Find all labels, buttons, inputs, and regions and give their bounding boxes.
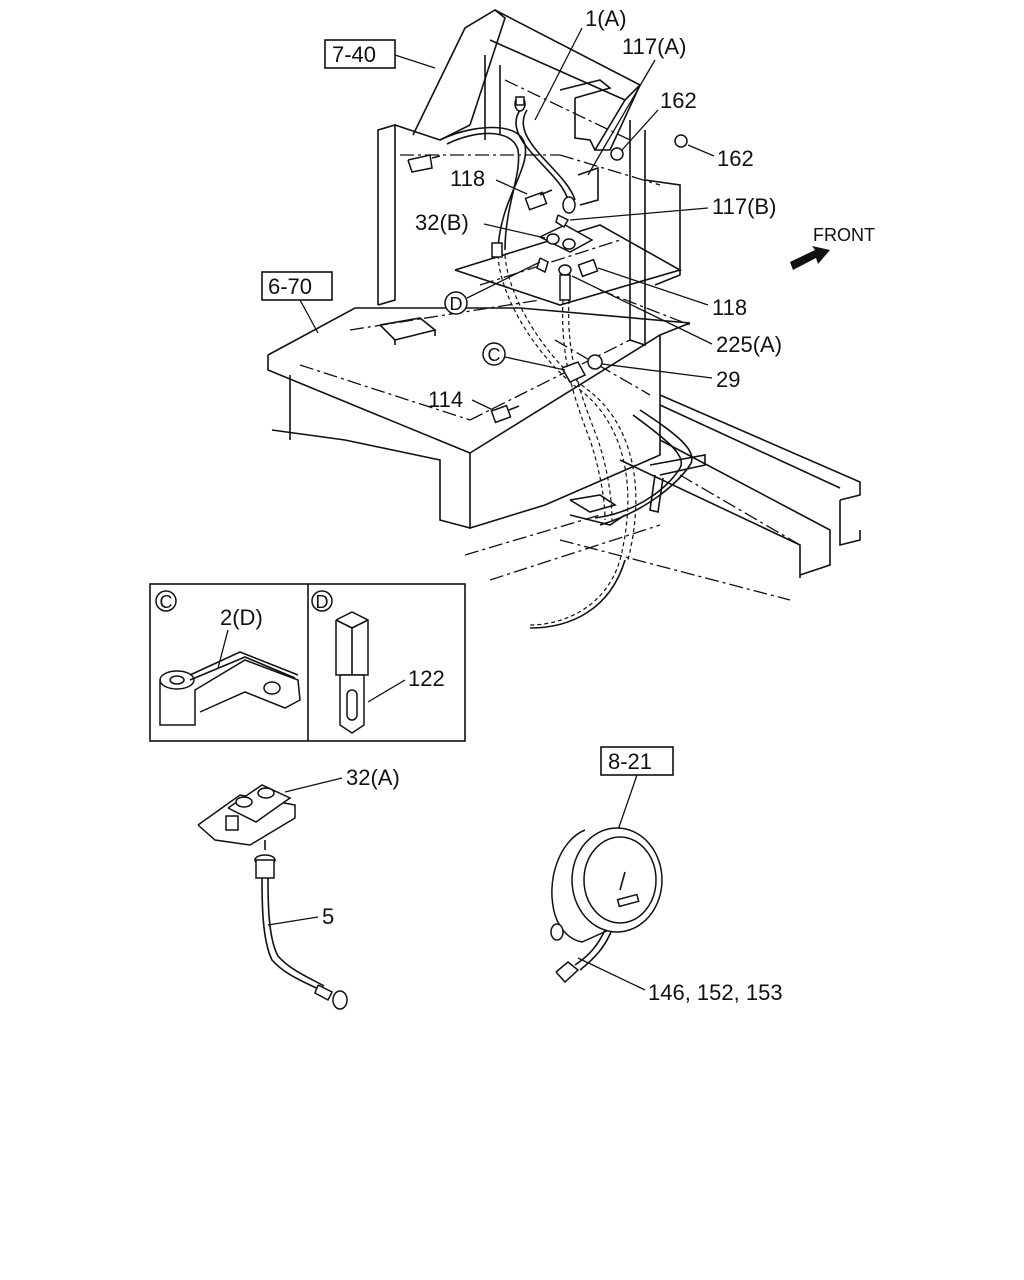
detail-marker-c-label: C [488,345,501,365]
hardware-parts [407,96,688,424]
inset-d-marker: D [316,592,329,612]
chassis-rails [464,394,861,601]
callout-29: 29 [601,363,740,392]
sender-unit-32a [197,784,296,846]
callout-1a: 1(A) [534,6,627,121]
gauge-meter [550,827,663,984]
ref-6-70-label: 6-70 [268,274,312,299]
detail-inset-c: C 2(D) [155,590,301,726]
bracket-part [159,651,301,726]
main-assembly: FRONT 7-40 6-70 1(A) 117(A) 162 162 [261,6,875,629]
callout-117b: 117(B) [569,194,776,221]
detail-inset-box: C 2(D) D 122 [149,583,466,742]
front-arrow-icon [790,246,830,270]
detail-inset-d: D 122 [311,590,445,734]
callout-225a-label: 225(A) [716,332,782,357]
callout-118a-label: 118 [450,166,485,191]
callout-114: 114 [428,387,494,412]
callout-122-label: 122 [408,666,445,691]
cable-5 [254,854,348,1010]
meter-assembly: 8-21 146, 152, 153 [550,746,783,1005]
callout-2d-label: 2(D) [220,605,263,630]
ref-8-21-label: 8-21 [608,749,652,774]
callout-162a-label: 162 [660,88,697,113]
callout-32b-label: 32(B) [415,210,469,235]
callout-114-label: 114 [428,387,463,412]
callout-1a-label: 1(A) [585,6,627,31]
callout-225a: 225(A) [571,275,782,357]
detail-marker-d-label: D [450,294,463,314]
ref-box-6-70: 6-70 [261,271,333,334]
callout-117a: 117(A) [587,34,686,176]
callout-29-label: 29 [716,367,740,392]
front-label: FRONT [813,225,875,245]
callout-162b-label: 162 [717,146,754,171]
ref-7-40-label: 7-40 [332,42,376,67]
callout-118b: 118 [597,267,747,320]
callout-162a: 162 [621,88,697,151]
callout-32b: 32(B) [415,210,546,239]
front-indicator: FRONT [790,225,875,270]
callout-5-label: 5 [322,904,334,929]
callout-117b-label: 117(B) [712,194,776,219]
sender-unit-assembly: 32(A) 5 [197,765,400,1010]
callout-117a-label: 117(A) [622,34,686,59]
mounting-box [267,299,691,530]
upright-frame [377,9,691,347]
cables [439,109,706,629]
callout-146-label: 146, 152, 153 [648,980,783,1005]
callout-32a-label: 32(A) [346,765,400,790]
callout-162b: 162 [687,144,754,171]
callout-118b-label: 118 [712,295,747,320]
callout-118a: 118 [450,166,528,195]
detail-marker-c: C [482,342,566,371]
detail-marker-d: D [444,261,541,315]
inset-c-marker: C [160,592,173,612]
clip-part [335,611,369,734]
ref-box-7-40: 7-40 [324,39,436,69]
